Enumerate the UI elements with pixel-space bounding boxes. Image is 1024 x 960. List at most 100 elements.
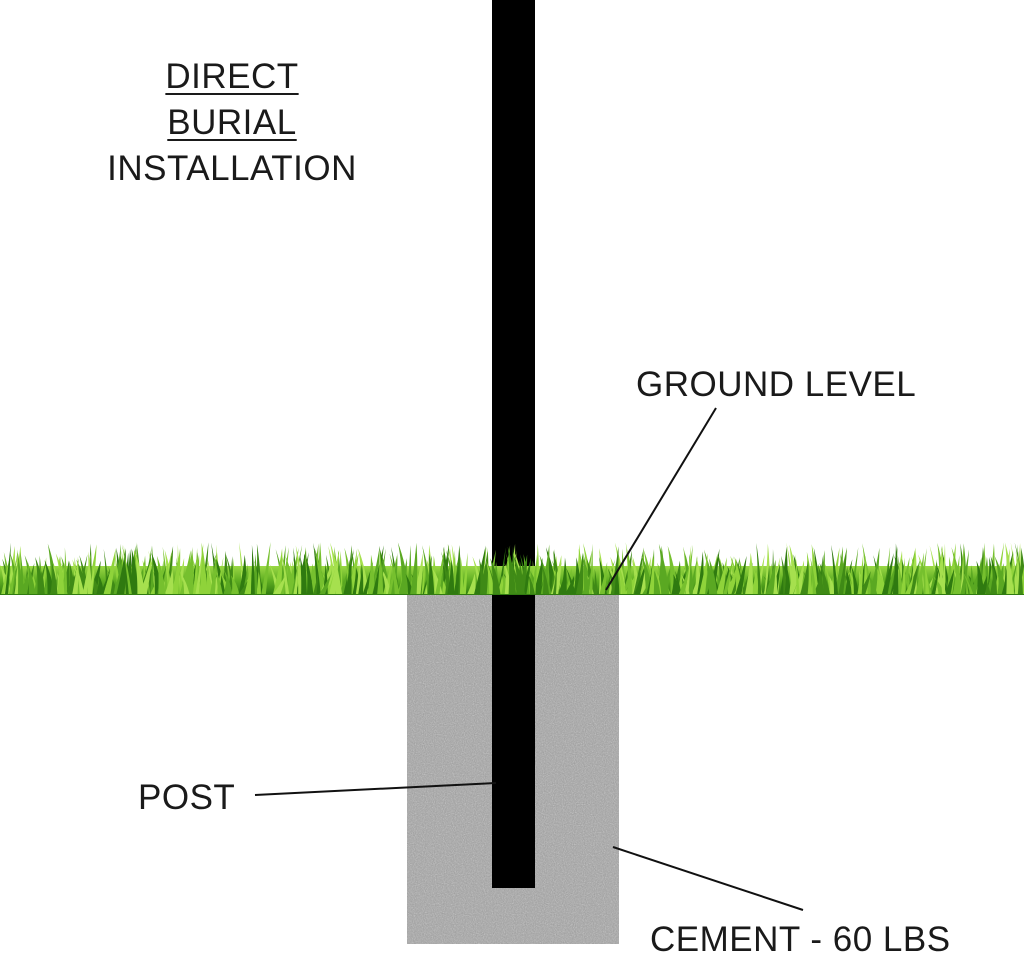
- grass-blade: [171, 548, 181, 594]
- grass-blade: [214, 554, 226, 594]
- grass-blade: [892, 543, 899, 594]
- grass-blade: [199, 542, 207, 594]
- grass-blade: [358, 564, 364, 594]
- post-label: POST: [138, 778, 236, 817]
- grass-blade: [716, 557, 727, 594]
- grass-blade: [447, 559, 455, 594]
- grass-blade: [389, 553, 400, 594]
- grass-blade: [4, 542, 11, 594]
- grass-blade: [906, 564, 918, 594]
- grass-blade: [435, 546, 445, 594]
- grass-blade: [784, 564, 791, 594]
- grass-blade: [885, 562, 897, 594]
- grass-blade: [20, 551, 25, 594]
- grass-blade: [868, 575, 878, 594]
- grass-blade: [63, 547, 68, 594]
- cement-leader-line: [612, 846, 804, 911]
- grass-blade: [819, 562, 830, 594]
- grass-blade: [653, 569, 661, 594]
- grass-blade: [103, 548, 116, 594]
- grass-blade: [599, 561, 608, 594]
- grass-blade: [293, 566, 298, 594]
- grass-blade: [756, 542, 762, 594]
- title-line-1: DIRECT: [165, 57, 299, 96]
- grass-blade: [367, 554, 375, 594]
- grass-blade: [904, 575, 914, 594]
- grass-blade: [626, 548, 633, 594]
- grass-blade: [82, 553, 91, 594]
- grass-blade: [181, 573, 190, 594]
- grass-blade: [24, 555, 36, 594]
- grass-blade: [474, 545, 486, 594]
- grass-blade: [445, 563, 450, 594]
- grass-blade: [387, 552, 398, 594]
- grass-blade: [287, 548, 299, 594]
- grass-blade: [810, 557, 817, 594]
- grass-blade: [918, 548, 927, 594]
- grass-blade: [735, 555, 747, 594]
- grass-blade: [398, 558, 407, 594]
- grass-blade: [38, 557, 47, 594]
- grass-blade: [256, 571, 261, 594]
- grass-blade: [944, 568, 955, 594]
- grass-blade: [244, 566, 252, 594]
- grass-blade: [397, 542, 411, 594]
- grass-blade: [88, 565, 95, 594]
- grass-blade: [185, 549, 194, 594]
- grass-blade: [678, 566, 690, 594]
- post: [492, 0, 535, 888]
- grass-blade: [192, 548, 198, 594]
- grass-blade: [877, 575, 883, 594]
- grass-blade: [9, 561, 19, 594]
- grass-blade: [757, 563, 763, 594]
- grass-blade: [689, 555, 698, 594]
- grass-blade: [962, 572, 974, 594]
- grass-blade: [661, 562, 672, 594]
- grass-blade: [68, 560, 75, 594]
- grass-blade: [793, 560, 805, 594]
- grass-blade: [699, 553, 708, 594]
- grass-blade: [552, 568, 557, 594]
- grass-blade: [415, 568, 425, 594]
- grass-blade: [427, 553, 435, 594]
- grass-blade: [564, 575, 575, 594]
- grass-blade: [436, 568, 444, 594]
- grass-blade: [214, 566, 223, 594]
- grass-blade: [261, 542, 271, 594]
- grass-blade: [540, 544, 550, 594]
- grass-blade: [486, 560, 495, 594]
- grass-blade: [377, 550, 384, 594]
- grass-blade: [121, 544, 132, 594]
- grass-blade: [533, 557, 543, 594]
- grass-blade: [410, 542, 418, 594]
- grass-blade: [319, 573, 332, 594]
- grass-blade: [773, 566, 780, 594]
- grass-blade: [915, 552, 924, 594]
- grass-blade: [329, 549, 340, 594]
- grass-blade: [931, 567, 939, 594]
- grass-blade: [528, 573, 535, 594]
- grass-blade: [116, 548, 127, 594]
- grass-blade: [685, 545, 692, 594]
- grass-blade: [299, 555, 307, 594]
- grass-blade: [43, 575, 49, 594]
- grass-blade: [765, 559, 776, 594]
- cement-label: CEMENT - 60 LBS: [650, 920, 951, 959]
- grass-blade: [857, 554, 864, 594]
- grass-blade: [1017, 559, 1023, 594]
- grass-blade: [723, 556, 734, 594]
- grass-blade: [924, 561, 930, 594]
- grass-blade: [478, 551, 489, 594]
- grass-blade: [946, 543, 956, 594]
- grass-blade: [208, 572, 219, 594]
- grass-blade: [61, 560, 70, 594]
- grass-blade: [281, 552, 290, 594]
- grass-blade: [1, 552, 11, 594]
- grass-blade: [550, 555, 562, 594]
- grass-blade: [164, 569, 174, 594]
- grass-blade: [795, 554, 800, 594]
- grass-blade: [898, 562, 904, 594]
- grass-blade: [648, 556, 655, 594]
- grass-blade: [565, 567, 576, 594]
- grass-blade: [575, 552, 584, 594]
